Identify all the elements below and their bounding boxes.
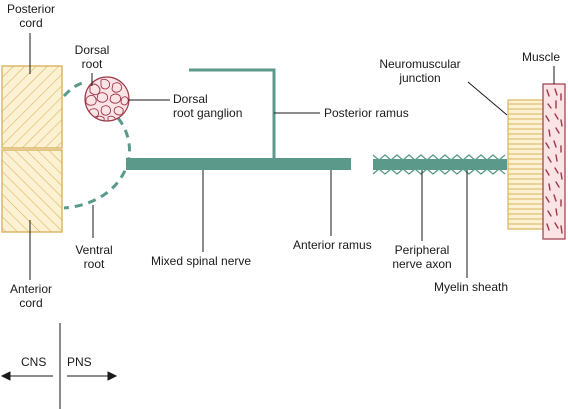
anterior-cord-hatch <box>2 150 62 232</box>
label-cns: CNS <box>21 355 47 369</box>
muscle-block <box>542 83 566 240</box>
label-mixed-spinal-nerve: Mixed spinal nerve <box>151 254 252 268</box>
label-muscle: Muscle <box>522 50 561 64</box>
pns-arrow <box>67 371 118 381</box>
cns-arrow <box>0 371 53 381</box>
label-anterior-ramus: Anterior ramus <box>293 238 372 252</box>
posterior-ramus-path <box>189 68 276 160</box>
ganglion-cells <box>85 78 129 121</box>
label-pns: PNS <box>67 355 92 369</box>
label-posterior-ramus: Posterior ramus <box>324 106 409 120</box>
ventral-root-dashed <box>63 117 132 210</box>
posterior-cord-hatch <box>2 66 62 148</box>
leader-neuromuscular-junction <box>467 81 508 116</box>
peripheral-nerve-axon-bar <box>373 159 507 170</box>
dorsal-root-dashed <box>62 80 87 98</box>
myelin-sheath-marks <box>372 154 506 175</box>
muscle-fibers <box>545 88 563 234</box>
leader-lines <box>29 33 555 280</box>
junction-stripes <box>508 100 544 229</box>
label-myelin-sheath: Myelin sheath <box>434 280 509 294</box>
mixed-spinal-nerve-bar <box>126 158 351 170</box>
